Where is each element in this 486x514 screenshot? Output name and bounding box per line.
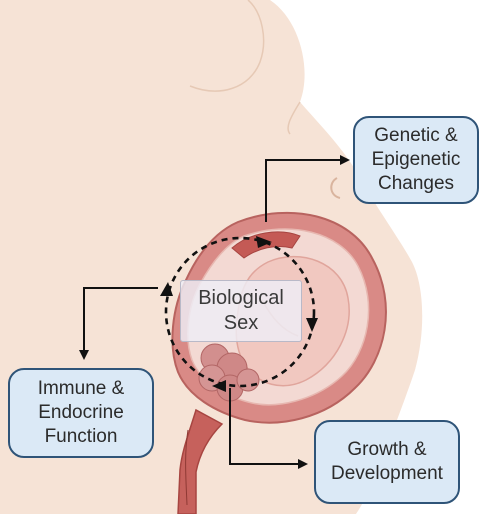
chest-contour [189, 0, 265, 92]
immune-line2: Endocrine [38, 402, 124, 423]
cycle-circle [164, 236, 316, 388]
arrow-to-immune [79, 287, 158, 360]
arrow-to-genetic [265, 155, 350, 222]
cycle-arrowhead-right [306, 318, 318, 332]
immune-line3: Function [44, 426, 118, 447]
cycle-arrowhead-bottom [212, 380, 226, 392]
cycle-arrowhead-top [256, 236, 272, 248]
genetic-line1: Genetic & [374, 125, 458, 146]
genetic-epigenetic-box: Genetic & Epigenetic Changes [353, 116, 479, 204]
genetic-line3: Changes [377, 173, 455, 194]
growth-line2: Development [331, 463, 443, 484]
biological-sex-label: Biological Sex [180, 280, 302, 342]
belly-contour [287, 101, 301, 135]
growth-line1: Growth & [347, 439, 427, 460]
biological-sex-line2: Sex [223, 312, 259, 334]
navel [330, 177, 341, 199]
immune-endocrine-box: Immune & Endocrine Function [8, 368, 154, 458]
biological-sex-line1: Biological [198, 287, 284, 309]
cervix [177, 408, 224, 514]
growth-development-box: Growth & Development [314, 420, 460, 504]
arrow-to-growth [229, 388, 308, 469]
cycle-arrowhead-left [160, 282, 173, 296]
immune-line1: Immune & [37, 378, 125, 399]
canal-line [185, 429, 189, 506]
genetic-line2: Epigenetic [371, 149, 461, 170]
